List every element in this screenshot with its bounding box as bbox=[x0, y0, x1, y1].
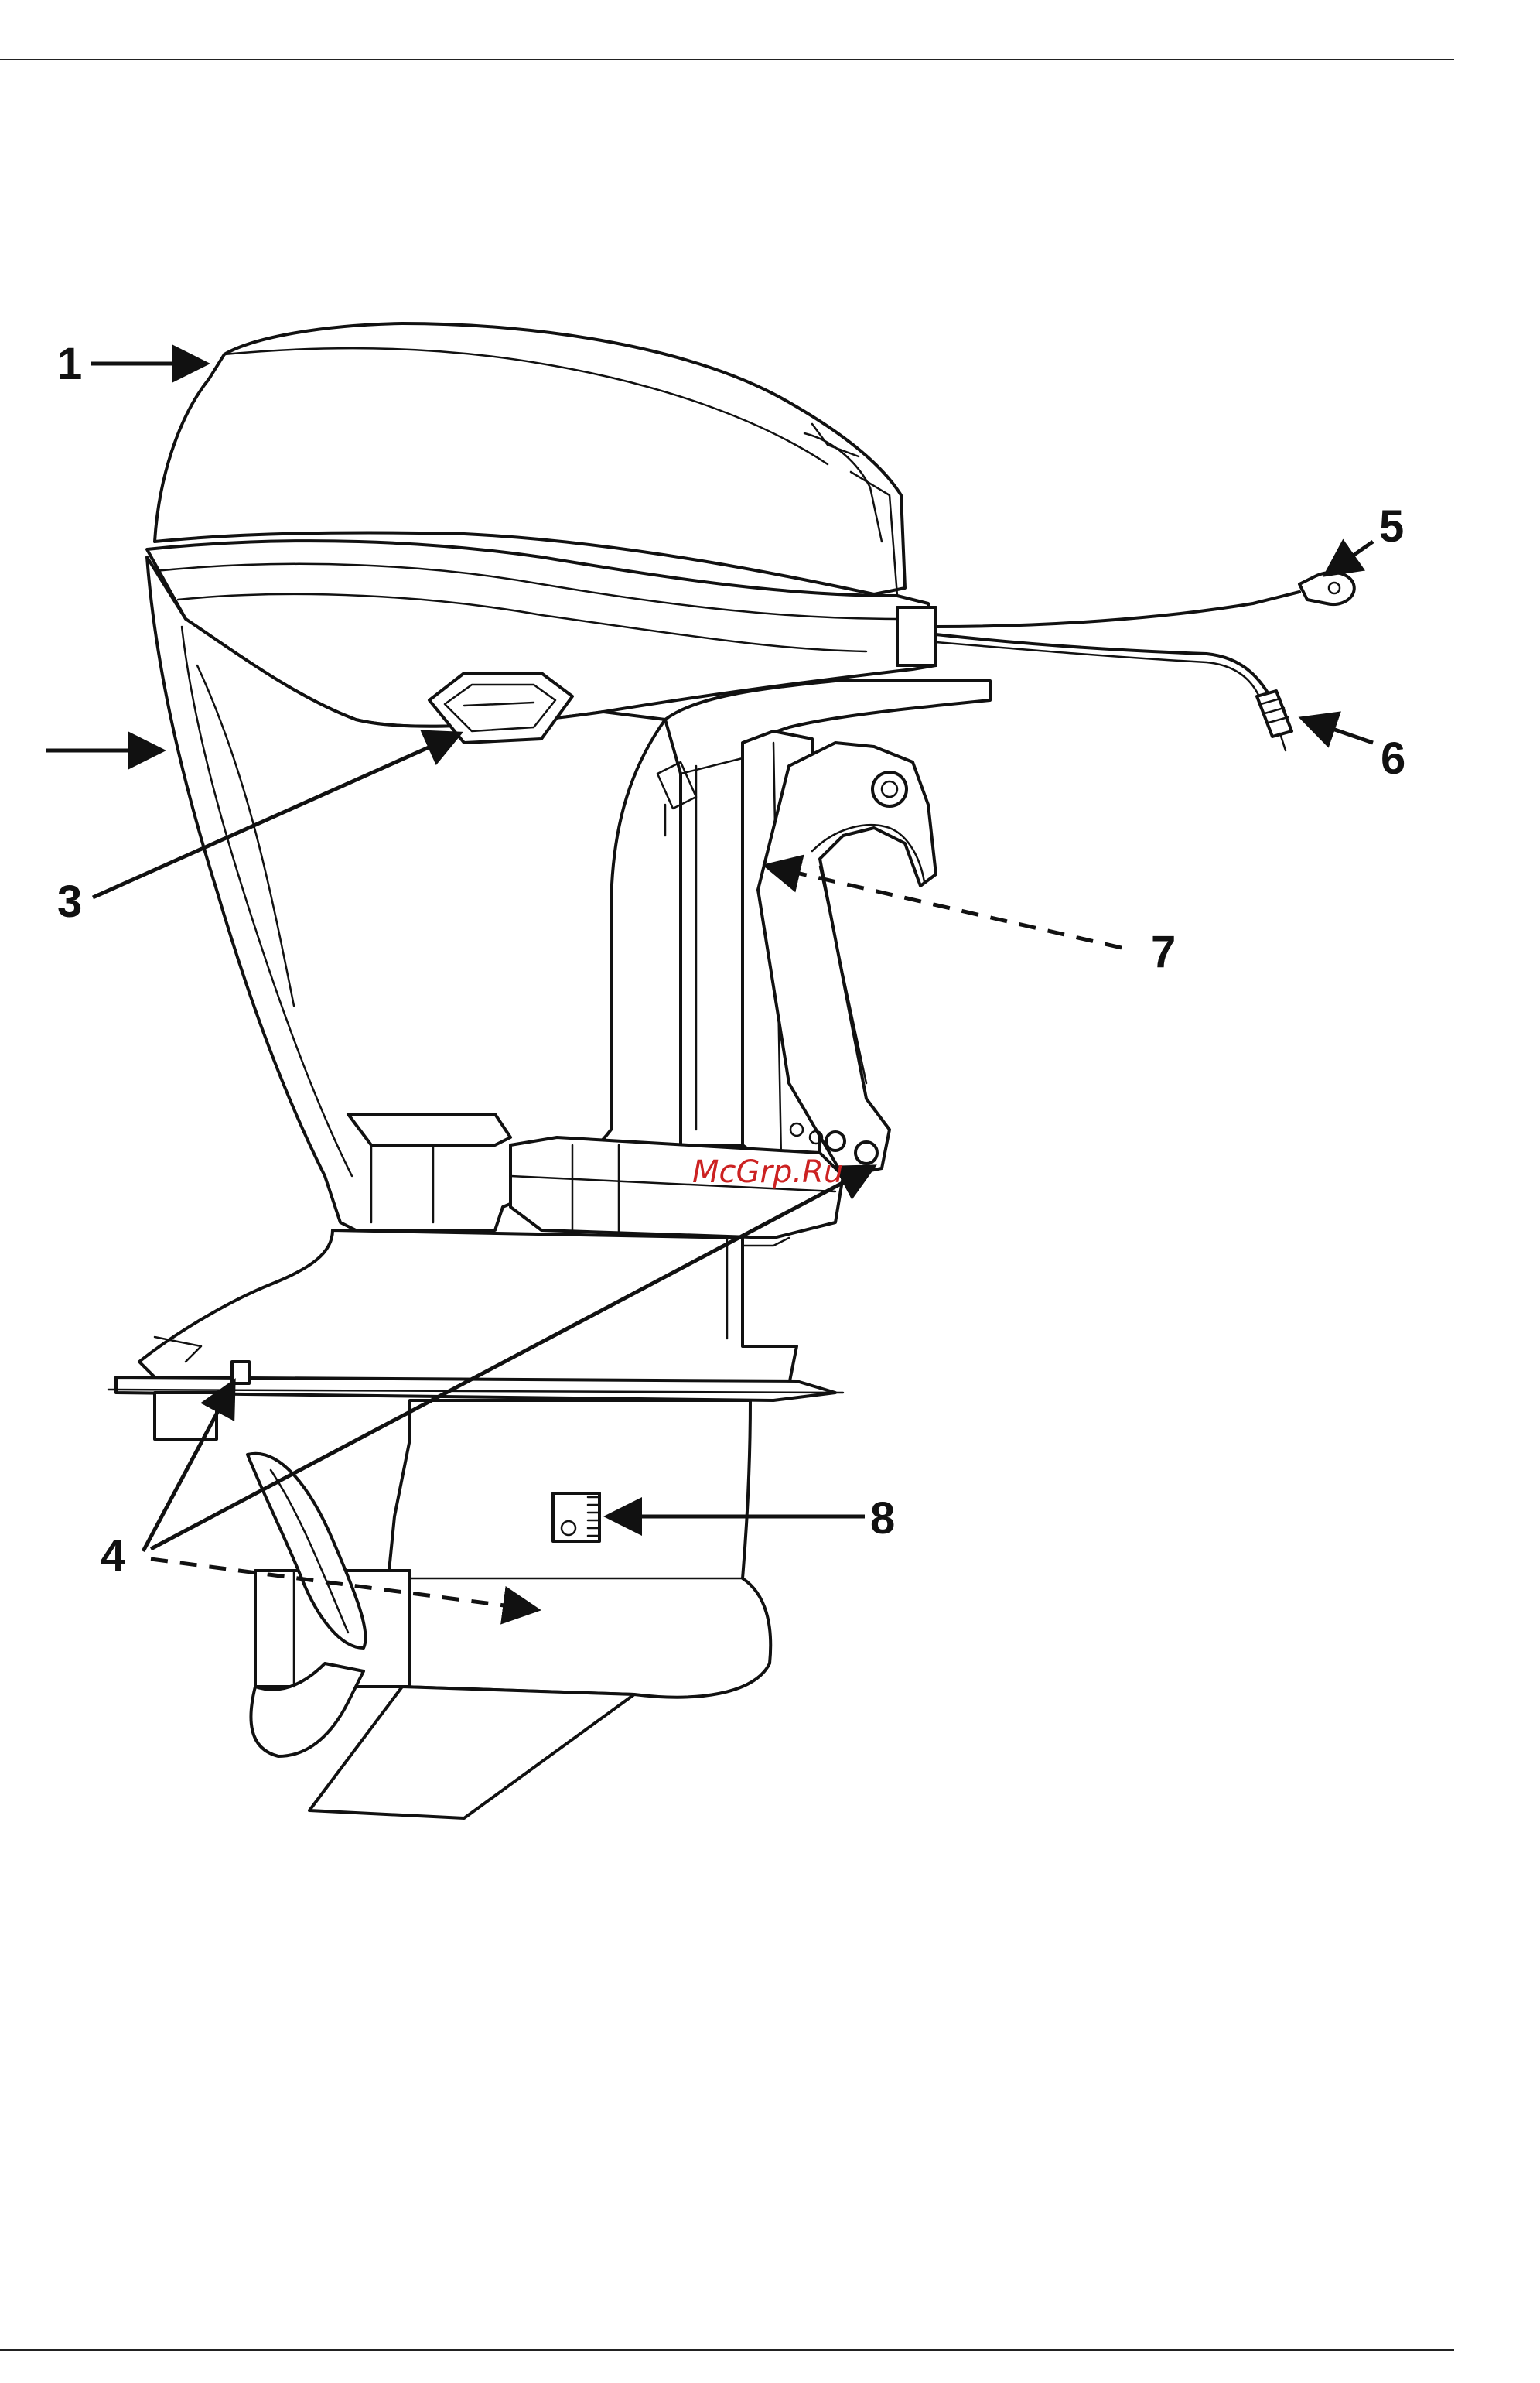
watermark: McGrp.Ru bbox=[692, 1154, 843, 1190]
callout-4: 4 bbox=[101, 1530, 125, 1581]
callout-1: 1 bbox=[57, 339, 82, 389]
ring-terminal bbox=[1299, 573, 1354, 604]
callout-3: 3 bbox=[57, 877, 82, 927]
callout-6: 6 bbox=[1381, 733, 1405, 784]
cables bbox=[936, 573, 1354, 750]
callout-5: 5 bbox=[1379, 501, 1404, 552]
connector-plug bbox=[1257, 691, 1292, 750]
callout-8: 8 bbox=[870, 1493, 895, 1544]
callout-7: 7 bbox=[1151, 927, 1176, 977]
